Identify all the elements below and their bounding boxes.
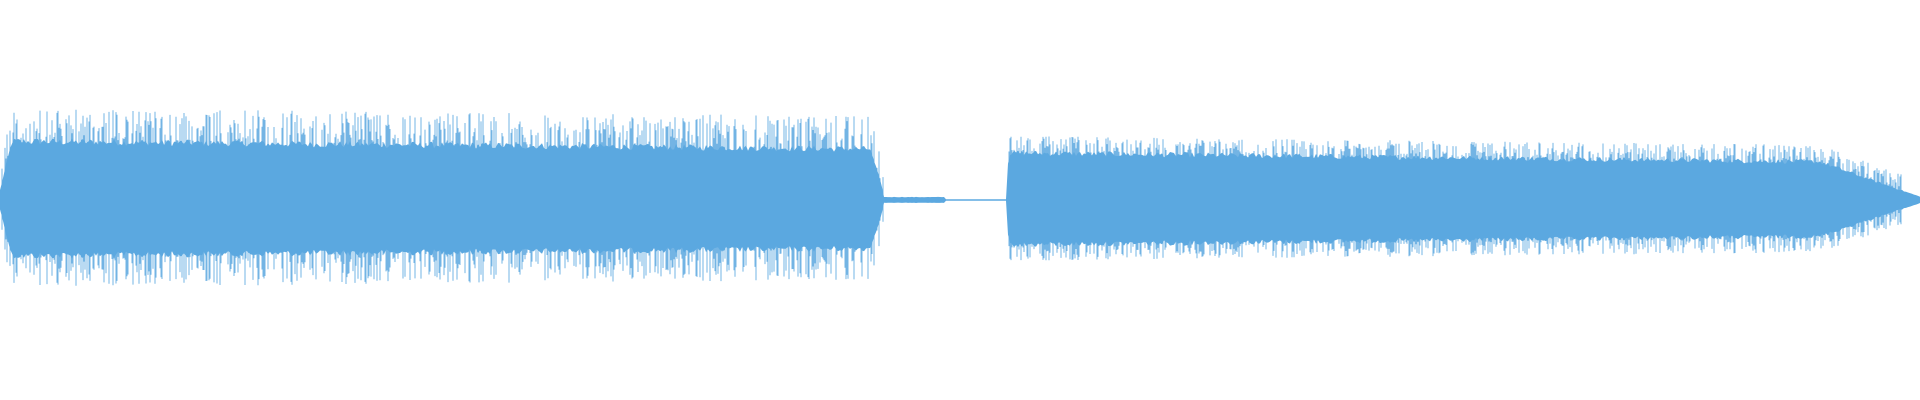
waveform-body xyxy=(0,138,1920,259)
waveform-spikes xyxy=(1,109,1902,286)
